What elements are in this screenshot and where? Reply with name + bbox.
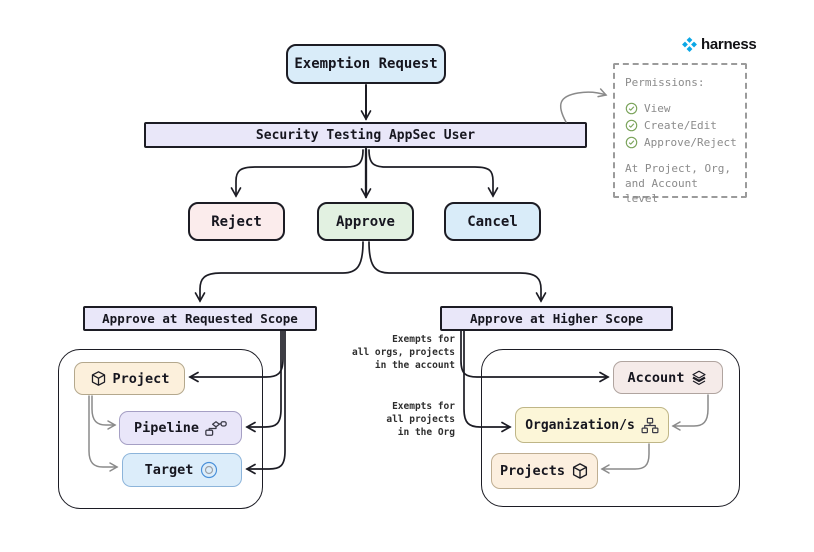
permissions-footer: At Project, Org, and Account level (625, 161, 737, 206)
node-approve-requested-scope: Approve at Requested Scope (83, 306, 317, 331)
node-label: Projects (499, 463, 566, 479)
permissions-footer-line1: At Project, Org, (625, 162, 731, 175)
harness-logo: harness (681, 36, 757, 53)
node-label: Target (144, 462, 194, 478)
node-label: Approve at Requested Scope (102, 311, 298, 326)
layers-icon (692, 370, 707, 385)
annotation-line: all projects (386, 414, 455, 425)
node-reject: Reject (188, 202, 285, 241)
node-label: Exemption Request (294, 56, 438, 72)
annotation-line: in the Org (397, 427, 455, 438)
node-label: Organization/s (525, 417, 635, 433)
arrow-approve-to-higher-scope (368, 241, 547, 303)
node-label: Security Testing AppSec User (255, 127, 476, 143)
cube-icon (572, 463, 588, 479)
cube-icon (91, 371, 105, 386)
node-project: Project (74, 362, 185, 395)
org-chart-icon (641, 417, 659, 433)
pipeline-icon (205, 420, 227, 436)
node-label: Account (627, 369, 685, 386)
node-organizations: Organization/s (515, 407, 669, 443)
annotation-org-exemption: Exempts for all projects in the Org (345, 400, 455, 439)
permission-item-create-edit: Create/Edit (625, 119, 737, 132)
node-label: Project (112, 370, 170, 387)
permission-item-approve-reject: Approve/Reject (625, 136, 737, 149)
node-label: Reject (211, 213, 262, 230)
arrow-appsec-to-cancel (368, 149, 499, 198)
node-cancel: Cancel (444, 202, 541, 241)
node-label: Approve at Higher Scope (469, 311, 644, 326)
node-pipeline: Pipeline (119, 411, 242, 445)
arrow-approve-to-requested-scope (194, 241, 364, 303)
node-label: Pipeline (133, 420, 200, 436)
permissions-footer-line2: and Account level (625, 177, 698, 205)
permission-label: Create/Edit (644, 119, 717, 132)
node-approve-higher-scope: Approve at Higher Scope (440, 306, 673, 331)
annotation-line: in the account (374, 360, 455, 371)
arrow-appsec-to-permissions (559, 88, 608, 123)
node-appsec-user: Security Testing AppSec User (144, 122, 587, 148)
annotation-line: Exempts for (392, 401, 455, 412)
arrow-appsec-to-reject (230, 149, 364, 198)
harness-logo-icon (682, 37, 697, 52)
check-circle-icon (625, 136, 638, 149)
permission-item-view: View (625, 102, 737, 115)
check-circle-icon (625, 119, 638, 132)
annotation-account-exemption: Exempts for all orgs, projects in the ac… (335, 333, 455, 372)
node-projects: Projects (491, 453, 598, 489)
check-circle-icon (625, 102, 638, 115)
harness-wordmark: harness (701, 36, 757, 53)
node-target: Target (122, 453, 242, 487)
node-exemption-request: Exemption Request (286, 44, 446, 84)
annotation-line: Exempts for (392, 334, 455, 345)
node-account: Account (613, 361, 723, 394)
node-label: Cancel (467, 213, 518, 230)
permission-label: View (644, 102, 671, 115)
permissions-title: Permissions: (625, 76, 705, 89)
permission-label: Approve/Reject (644, 136, 737, 149)
permissions-panel: Permissions: View Create/Edit Approve/Re… (613, 63, 747, 205)
target-icon (201, 461, 218, 479)
node-approve: Approve (317, 202, 414, 241)
node-label: Approve (335, 213, 395, 230)
annotation-line: all orgs, projects (352, 347, 455, 358)
